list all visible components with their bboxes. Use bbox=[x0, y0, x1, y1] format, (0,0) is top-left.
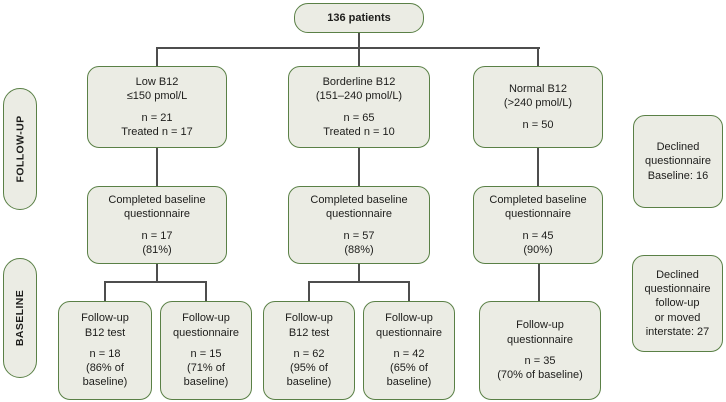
node-followup-questionnaire-normal: Follow-up questionnaire n = 35 (70% of b… bbox=[479, 301, 601, 400]
declined-followup-text: Declined questionnaire follow-up or move… bbox=[644, 268, 711, 338]
followup-questionnaire-normal-stats: n = 35 (70% of baseline) bbox=[497, 355, 583, 382]
baseline-questionnaire-normal-title: Completed baseline questionnaire bbox=[489, 193, 587, 221]
node-followup-questionnaire-borderline: Follow-up questionnaire n = 42 (65% of b… bbox=[363, 301, 455, 400]
followup-questionnaire-low-stats: n = 15 (71% of baseline) bbox=[183, 347, 229, 389]
node-followup-questionnaire-low: Follow-up questionnaire n = 15 (71% of b… bbox=[160, 301, 252, 400]
connector-borderline-stem bbox=[358, 264, 360, 282]
connector-normal-to-baseline bbox=[537, 148, 539, 186]
baseline-questionnaire-low-title: Completed baseline questionnaire bbox=[108, 193, 206, 221]
followup-b12test-borderline-title: Follow-up B12 test bbox=[285, 312, 333, 339]
node-low-b12: Low B12 ≤150 pmol/L n = 21 Treated n = 1… bbox=[87, 66, 227, 148]
node-baseline-questionnaire-low: Completed baseline questionnaire n = 17 … bbox=[87, 186, 227, 264]
connector-low-branch-bar bbox=[104, 281, 207, 283]
connector-branch-bar bbox=[156, 47, 540, 49]
side-label-follow-up: FOLLOW-UP bbox=[3, 88, 37, 210]
normal-b12-stats: n = 50 bbox=[522, 118, 554, 131]
connector-normal-to-followup bbox=[538, 264, 540, 301]
followup-questionnaire-low-title: Follow-up questionnaire bbox=[172, 312, 240, 339]
connector-borderline-drop-left bbox=[308, 281, 310, 301]
followup-b12test-low-stats: n = 18 (86% of baseline) bbox=[82, 347, 128, 389]
side-label-follow-up-text: FOLLOW-UP bbox=[14, 115, 26, 183]
side-label-baseline: BASELINE bbox=[3, 258, 37, 378]
connector-root-stem bbox=[358, 32, 360, 48]
baseline-questionnaire-normal-stats: n = 45 (90%) bbox=[522, 229, 554, 256]
connector-borderline-branch-bar bbox=[308, 281, 410, 283]
connector-low-drop-right bbox=[205, 281, 207, 301]
followup-questionnaire-borderline-stats: n = 42 (65% of baseline) bbox=[386, 347, 432, 389]
connector-borderline-drop-right bbox=[408, 281, 410, 301]
followup-questionnaire-borderline-title: Follow-up questionnaire bbox=[375, 312, 443, 339]
connector-low-drop-left bbox=[104, 281, 106, 301]
node-normal-b12: Normal B12 (>240 pmol/L) n = 50 bbox=[473, 66, 603, 148]
node-borderline-b12: Borderline B12 (151–240 pmol/L) n = 65 T… bbox=[288, 66, 430, 148]
followup-questionnaire-normal-title: Follow-up questionnaire bbox=[506, 319, 574, 346]
baseline-questionnaire-borderline-stats: n = 57 (88%) bbox=[343, 229, 375, 256]
connector-borderline-to-baseline bbox=[358, 148, 360, 186]
node-baseline-questionnaire-normal: Completed baseline questionnaire n = 45 … bbox=[473, 186, 603, 264]
borderline-b12-stats: n = 65 Treated n = 10 bbox=[323, 111, 395, 138]
connector-drop-low bbox=[156, 47, 158, 66]
normal-b12-title: Normal B12 (>240 pmol/L) bbox=[503, 83, 573, 110]
node-declined-followup: Declined questionnaire follow-up or move… bbox=[632, 255, 723, 352]
node-followup-b12test-borderline: Follow-up B12 test n = 62 (95% of baseli… bbox=[263, 301, 355, 400]
node-followup-b12test-low: Follow-up B12 test n = 18 (86% of baseli… bbox=[58, 301, 152, 400]
node-baseline-questionnaire-borderline: Completed baseline questionnaire n = 57 … bbox=[288, 186, 430, 264]
connector-low-stem bbox=[156, 264, 158, 282]
low-b12-stats: n = 21 Treated n = 17 bbox=[121, 111, 193, 138]
connector-drop-borderline bbox=[358, 47, 360, 66]
connector-drop-normal bbox=[537, 47, 539, 66]
node-declined-baseline: Declined questionnaire Baseline: 16 bbox=[633, 115, 723, 208]
connector-low-to-baseline bbox=[156, 148, 158, 186]
side-label-baseline-text: BASELINE bbox=[14, 289, 27, 347]
declined-baseline-text: Declined questionnaire Baseline: 16 bbox=[644, 141, 712, 182]
followup-b12test-low-title: Follow-up B12 test bbox=[81, 312, 129, 339]
borderline-b12-title: Borderline B12 (151–240 pmol/L) bbox=[315, 75, 403, 103]
baseline-questionnaire-borderline-title: Completed baseline questionnaire bbox=[310, 193, 408, 221]
low-b12-title: Low B12 ≤150 pmol/L bbox=[126, 75, 188, 103]
total-patients-label: 136 patients bbox=[327, 11, 391, 24]
baseline-questionnaire-low-stats: n = 17 (81%) bbox=[141, 229, 173, 256]
node-total-patients: 136 patients bbox=[294, 3, 424, 33]
followup-b12test-borderline-stats: n = 62 (95% of baseline) bbox=[286, 347, 332, 389]
